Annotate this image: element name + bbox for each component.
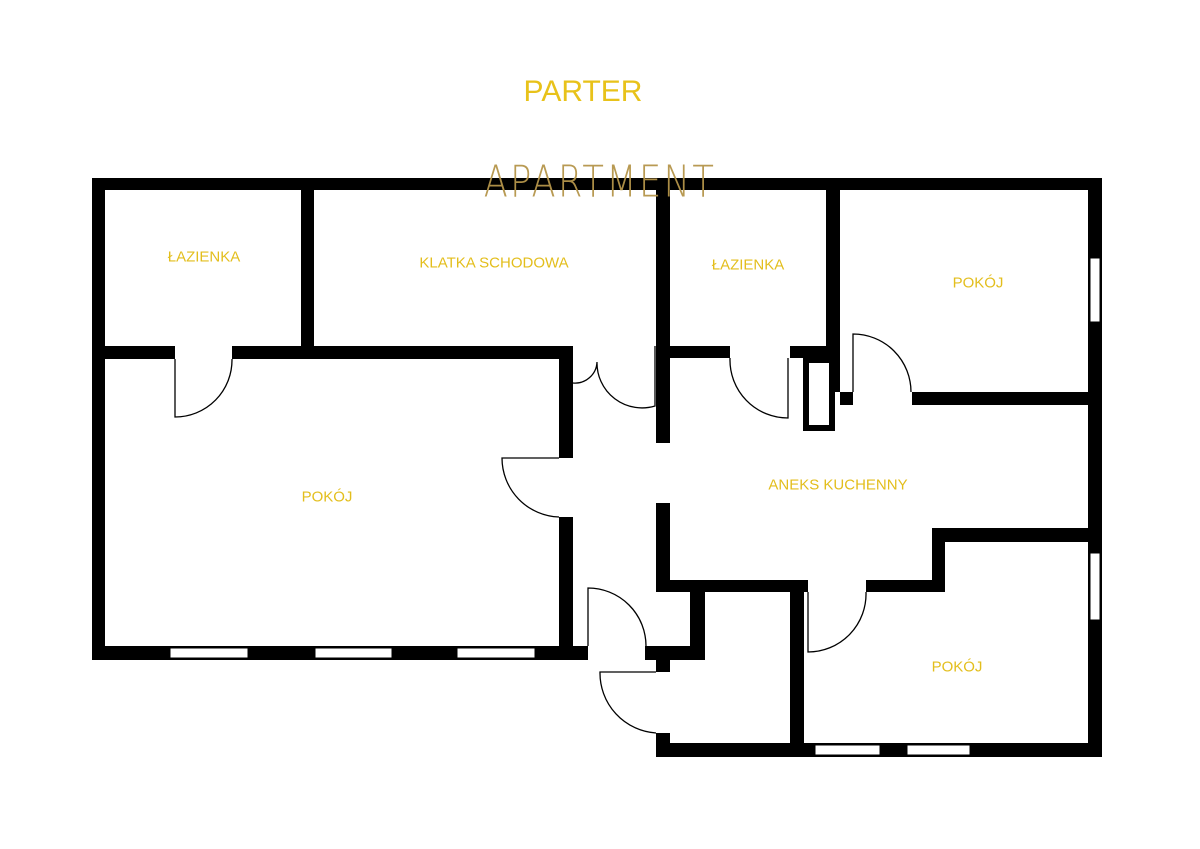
room-label-room-ne: POKÓJ xyxy=(952,274,1004,292)
shaft xyxy=(803,357,835,431)
floor-title: PARTER xyxy=(523,75,643,108)
windows xyxy=(169,257,1101,756)
room-label-staircase: KLATKA SCHODOWA xyxy=(419,254,569,272)
doors xyxy=(174,333,912,734)
room-label-bathroom-1: ŁAZIENKA xyxy=(167,248,241,266)
room-label-room-se: POKÓJ xyxy=(931,658,983,676)
room-label-kitchenette: ANEKS KUCHENNY xyxy=(768,476,908,494)
room-label-bathroom-2: ŁAZIENKA xyxy=(711,256,785,274)
room-label-room-w: POKÓJ xyxy=(301,488,353,506)
logo-watermark: APARTMENT xyxy=(483,156,717,208)
